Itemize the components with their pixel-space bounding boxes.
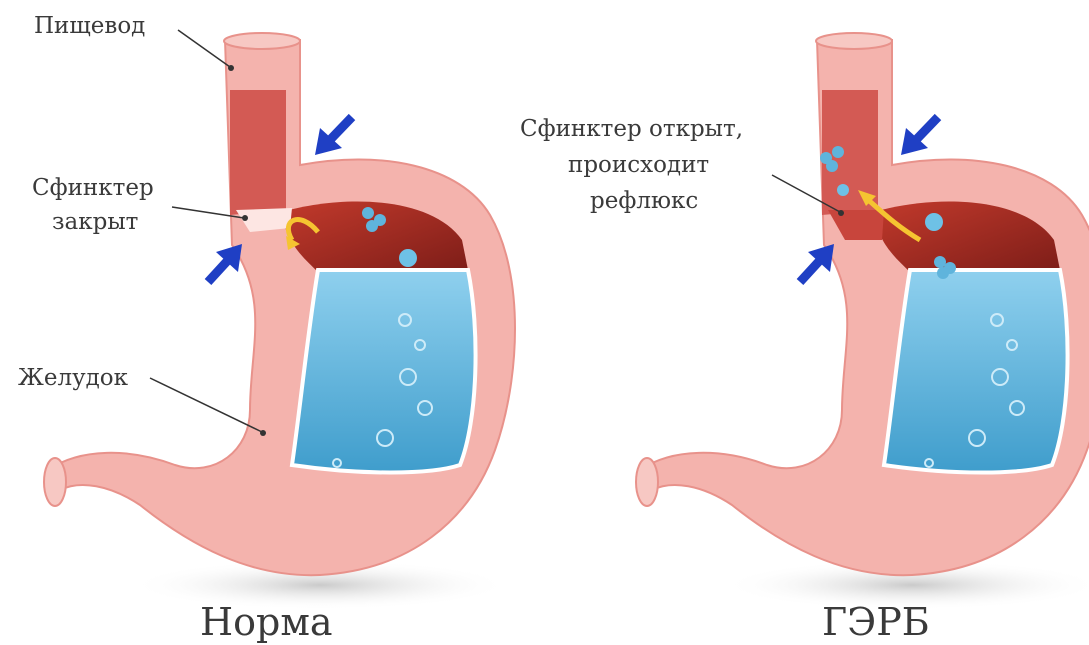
stomach-leader xyxy=(150,378,262,432)
stomach-gerd xyxy=(636,33,1089,575)
normal-caption: Норма xyxy=(200,600,333,644)
pressure-arrow-icon xyxy=(208,244,242,282)
reflux-droplet xyxy=(937,267,949,279)
esophagus-label: Пищевод xyxy=(34,13,145,39)
pressure-arrow-icon xyxy=(901,117,938,155)
acid-droplet xyxy=(399,249,417,267)
stomach-normal xyxy=(44,33,515,575)
acid-droplet xyxy=(366,220,378,232)
stomach-label: Желудок xyxy=(18,365,129,391)
sphincter-label-line2: закрыт xyxy=(52,209,138,235)
stomach-leader-dot xyxy=(260,430,266,436)
gerd-caption: ГЭРБ xyxy=(822,600,930,644)
pressure-arrow-icon xyxy=(800,244,834,282)
gerd-label-line1: Сфинктер открыт, xyxy=(520,116,743,142)
acid-droplet xyxy=(362,207,374,219)
reflux-droplet xyxy=(934,256,946,268)
reflux-droplet xyxy=(832,146,844,158)
sphincter-label-line1: Сфинктер xyxy=(32,175,154,201)
esophagus-leader-dot xyxy=(228,65,234,71)
reflux-droplet xyxy=(837,184,849,196)
gerd-panel: Сфинктер открыт, происходит рефлюкс ГЭРБ xyxy=(520,33,1089,644)
sphincter-leader-dot xyxy=(242,215,248,221)
gerd-label-line3: рефлюкс xyxy=(590,188,698,214)
esophagus-leader xyxy=(178,30,230,67)
pressure-arrow-icon xyxy=(315,117,352,155)
reflux-droplet xyxy=(826,160,838,172)
reflux-droplet xyxy=(925,213,943,231)
normal-panel: Пищевод Сфинктер закрыт Желудок Норма xyxy=(18,13,515,644)
gerd-label-line2: происходит xyxy=(568,152,709,178)
gerd-leader-dot xyxy=(838,210,844,216)
